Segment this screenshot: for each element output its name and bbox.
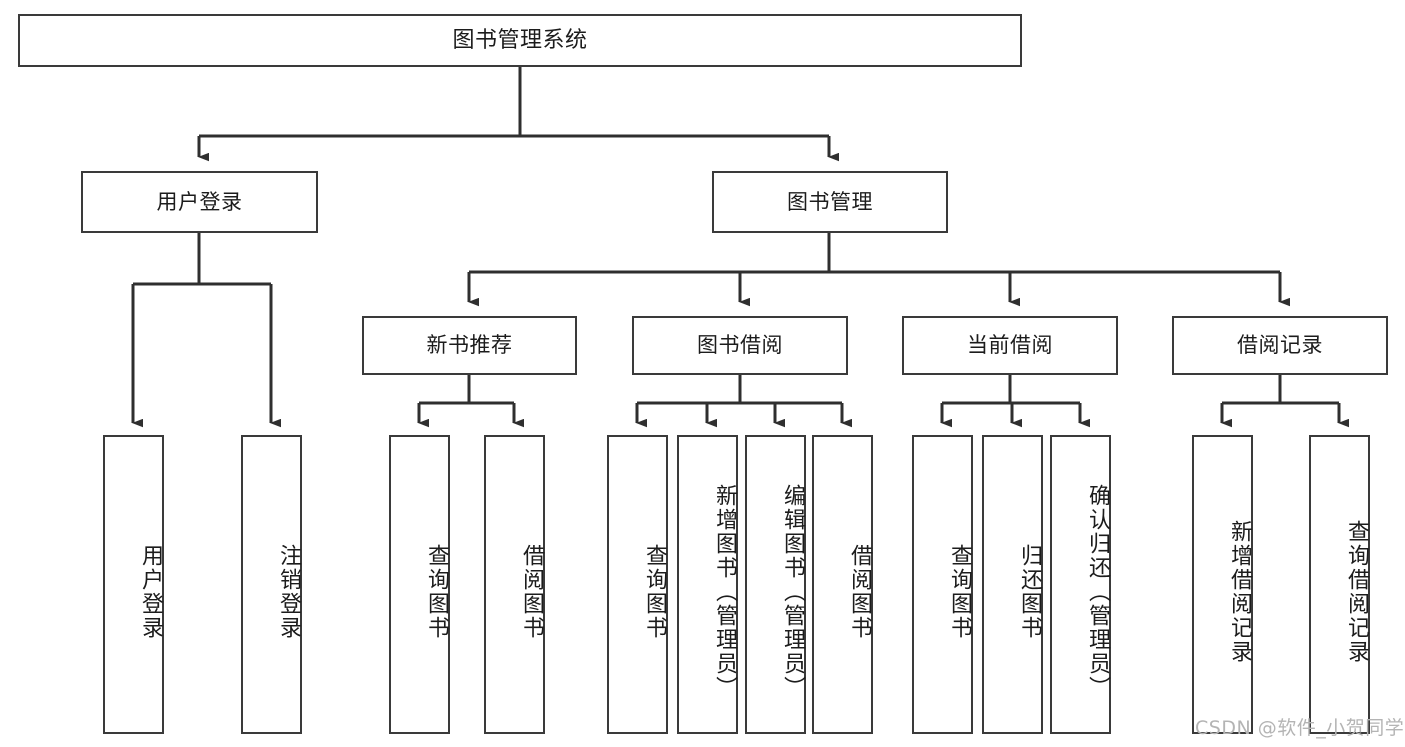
- node-leaf-user-logout[interactable]: 注销登录: [241, 435, 302, 734]
- node-borrow-record-label: 借阅记录: [1237, 333, 1323, 358]
- node-current-borrow-label: 当前借阅: [967, 333, 1053, 358]
- node-borrow-record[interactable]: 借阅记录: [1172, 316, 1388, 375]
- node-leaf-query-book-2[interactable]: 查询图书: [607, 435, 668, 734]
- node-book-manage[interactable]: 图书管理: [712, 171, 948, 233]
- node-new-book-recommend[interactable]: 新书推荐: [362, 316, 577, 375]
- node-leaf-add-book[interactable]: 新增图书（管理员）: [677, 435, 738, 734]
- node-leaf-add-record[interactable]: 新增借阅记录: [1192, 435, 1253, 734]
- node-leaf-borrow-book-1[interactable]: 借阅图书: [484, 435, 545, 734]
- node-leaf-edit-book[interactable]: 编辑图书（管理员）: [745, 435, 806, 734]
- node-user-login[interactable]: 用户登录: [81, 171, 318, 233]
- node-leaf-user-login-label: 用户登录: [138, 543, 163, 640]
- node-leaf-borrow-book-1-label: 借阅图书: [519, 543, 544, 640]
- node-book-borrow[interactable]: 图书借阅: [632, 316, 848, 375]
- node-book-borrow-label: 图书借阅: [697, 333, 783, 358]
- node-leaf-confirm-return[interactable]: 确认归还（管理员）: [1050, 435, 1111, 734]
- node-leaf-user-logout-label: 注销登录: [276, 543, 301, 640]
- node-leaf-query-book-3[interactable]: 查询图书: [912, 435, 973, 734]
- node-leaf-add-book-label: 新增图书（管理员）: [712, 483, 737, 700]
- node-user-login-label: 用户登录: [156, 189, 243, 214]
- node-leaf-query-book-1[interactable]: 查询图书: [389, 435, 450, 734]
- node-leaf-borrow-book-2-label: 借阅图书: [847, 543, 872, 640]
- node-leaf-return-book-label: 归还图书: [1017, 543, 1042, 640]
- node-leaf-add-record-label: 新增借阅记录: [1227, 519, 1252, 664]
- node-leaf-edit-book-label: 编辑图书（管理员）: [780, 483, 805, 700]
- node-root-label: 图书管理系统: [452, 27, 588, 53]
- node-root[interactable]: 图书管理系统: [18, 14, 1022, 67]
- node-leaf-query-book-2-label: 查询图书: [642, 543, 667, 640]
- node-leaf-query-book-1-label: 查询图书: [424, 543, 449, 640]
- node-leaf-confirm-return-label: 确认归还（管理员）: [1085, 483, 1110, 700]
- node-current-borrow[interactable]: 当前借阅: [902, 316, 1118, 375]
- node-leaf-borrow-book-2[interactable]: 借阅图书: [812, 435, 873, 734]
- csdn-watermark: CSDN @软件_小贺同学: [1195, 717, 1405, 739]
- node-new-book-recommend-label: 新书推荐: [426, 333, 513, 358]
- node-leaf-query-record[interactable]: 查询借阅记录: [1309, 435, 1370, 734]
- node-leaf-return-book[interactable]: 归还图书: [982, 435, 1043, 734]
- node-book-manage-label: 图书管理: [787, 189, 873, 214]
- node-leaf-query-record-label: 查询借阅记录: [1344, 519, 1369, 664]
- node-leaf-user-login[interactable]: 用户登录: [103, 435, 164, 734]
- node-leaf-query-book-3-label: 查询图书: [947, 543, 972, 640]
